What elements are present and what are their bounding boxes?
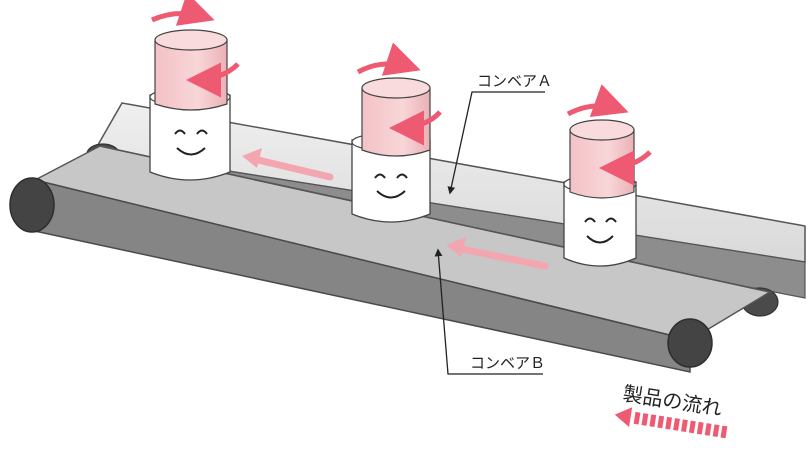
conveyor-b-label: コンベアＢ xyxy=(470,354,545,372)
conveyor-a-leader-line xyxy=(447,91,545,195)
conveyor-b-leader-line xyxy=(434,248,543,375)
belt-direction-arrows xyxy=(242,148,549,270)
product-1 xyxy=(149,0,240,181)
product-flow-legend: 製品の流れ xyxy=(614,381,728,439)
product-1-cap-top xyxy=(154,29,228,51)
belt-a-direction-arrow xyxy=(254,156,334,181)
product-3-cap-top xyxy=(569,119,635,141)
product-1-white-base xyxy=(149,94,231,181)
conveyor-b-roller-left xyxy=(9,177,55,233)
belt-b-direction-arrow xyxy=(458,245,549,270)
product-1-rotation-arrow-top xyxy=(150,0,215,26)
product-3-rotation-arrow-mid xyxy=(599,150,652,186)
conveyor-b xyxy=(9,145,773,373)
belt-b-direction-arrowhead xyxy=(446,237,466,257)
product-1-smiley-face xyxy=(174,129,208,156)
product-2-rotation-arrow-mid xyxy=(389,110,442,146)
conveyor-b-roller-right xyxy=(667,318,713,368)
product-2-white-base xyxy=(351,139,431,223)
product-flow-dashed-arrow xyxy=(614,407,728,439)
product-1-rotation-arrow-mid xyxy=(186,62,240,98)
product-3-white-base xyxy=(563,181,637,267)
product-2 xyxy=(351,42,442,223)
product-2-smiley-face xyxy=(374,173,408,199)
belt-a-direction-arrowhead xyxy=(242,148,262,168)
product-3 xyxy=(563,84,652,267)
product-2-cap-top xyxy=(361,77,431,99)
conveyor-b-callout: コンベアＢ xyxy=(434,248,545,375)
product-2-rotation-arrow-top xyxy=(356,42,421,76)
conveyor-a-callout: コンベアＡ xyxy=(447,72,552,195)
product-3-smiley-face xyxy=(584,217,617,244)
conveyor-a-label: コンベアＡ xyxy=(477,72,552,90)
product-3-rotation-arrow-top xyxy=(566,84,629,118)
